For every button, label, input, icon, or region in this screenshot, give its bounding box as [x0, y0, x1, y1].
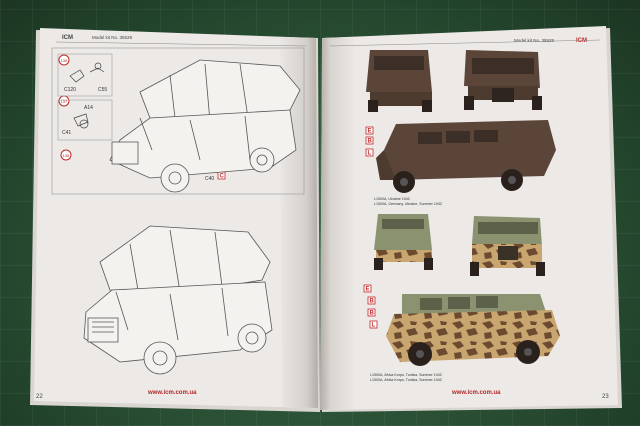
scheme-2-letter-l: L [372, 323, 376, 329]
part-tag-c: C [217, 171, 226, 180]
part-label-a14: A14 [84, 105, 93, 111]
scheme-1-tag-e: E [365, 126, 374, 135]
left-header-logo: ICM [62, 35, 73, 41]
scheme-1-tag-l: L [365, 148, 374, 157]
left-page-number: 22 [36, 394, 43, 400]
scheme-1-letter-b: B [368, 139, 373, 145]
part-label-c120: C120 [64, 87, 76, 93]
step-markers: 136 137 138 [58, 54, 72, 161]
vehicle-drawing-top [109, 59, 301, 193]
right-page-header: Model kit No. 35529 ICM [329, 38, 601, 47]
scheme-2-front-view [470, 216, 545, 276]
scheme-1-side-view [376, 120, 556, 193]
left-header-title: Model kit No. 35529 [92, 35, 133, 40]
left-page-url: www.icm.com.ua [147, 390, 197, 396]
scheme-2-tag-b2: B [367, 308, 376, 317]
step-marker-3: 138 [63, 153, 70, 158]
scheme-2-rear-view [374, 214, 433, 270]
scheme-1-caption-1: L1500A, Ukraine 1942 [374, 197, 410, 201]
part-label-c40: C40 [205, 176, 214, 182]
scheme-2-side-view [386, 294, 560, 366]
right-header-title: Model kit No. 35529 [514, 38, 555, 43]
scheme-1-letter-e: E [368, 129, 372, 135]
right-header-logo: ICM [576, 38, 587, 44]
part-label-c55: C55 [98, 87, 107, 93]
step-marker-2: 137 [61, 99, 68, 104]
scheme-1: E B L L1500A, Ukraine 1942 L1500A, Germa… [365, 50, 556, 206]
left-page-header: ICM Model kit No. 35529 [55, 35, 307, 47]
scheme-2-tag-l: L [369, 320, 378, 329]
scheme-2-caption-1: L1500A, Africa Korps, Tunisia, Summer 19… [370, 373, 442, 377]
left-step-frame [51, 47, 305, 195]
scheme-1-letter-l: L [368, 151, 372, 157]
scheme-2-tag-b1: B [367, 296, 376, 305]
vehicle-drawing-bottom [83, 225, 273, 375]
part-label-c41: C41 [62, 130, 71, 136]
scheme-2-letter-b2: B [370, 311, 375, 317]
step-marker-1: 136 [61, 58, 68, 63]
right-page-number: 23 [602, 394, 609, 400]
scheme-2-letter-e: E [366, 287, 370, 293]
scheme-2-tag-e: E [363, 284, 372, 293]
scheme-2-caption-2: L1500A, Afrika Korps, Tunisia, Summer 19… [370, 378, 442, 382]
scheme-2-letter-b1: B [370, 299, 375, 305]
right-page-url: www.icm.com.ua [451, 390, 501, 396]
scheme-1-front-view [464, 50, 542, 110]
part-tag-c-label: C [220, 174, 225, 180]
scheme-1-caption-2: L1500A, Germany, Ukraine, Summer 1942 [374, 202, 442, 206]
scheme-1-rear-view [366, 50, 432, 112]
part-sketches [57, 53, 113, 141]
scheme-2: E B B L L1500A, Africa Korps, Tunisia, S… [363, 214, 560, 382]
scheme-1-tag-b: B [365, 136, 374, 145]
